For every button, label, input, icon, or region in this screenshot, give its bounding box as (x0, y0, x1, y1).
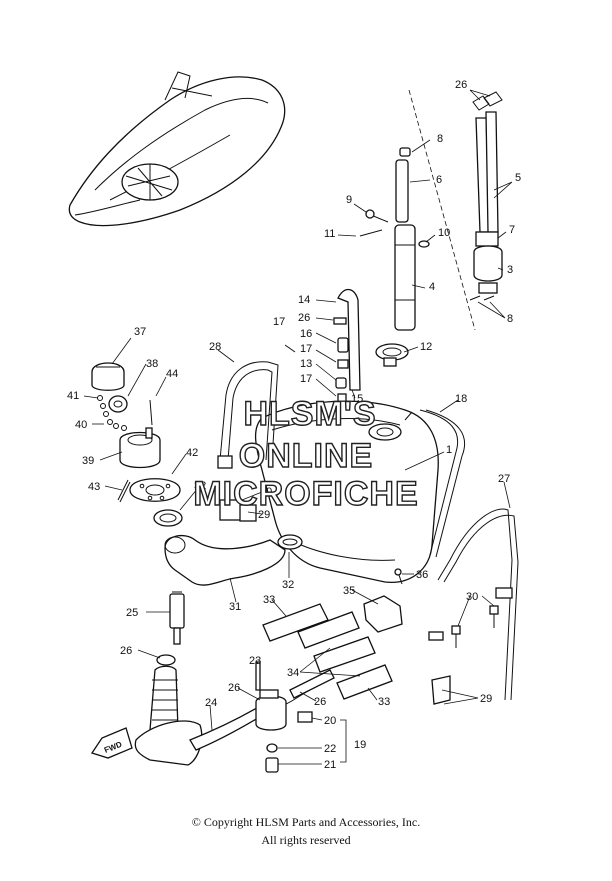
watermark-line-3: MICROFICHE (193, 475, 418, 513)
callout-25: 25 (126, 607, 138, 619)
callout-35: 35 (343, 585, 355, 597)
vent-hose (284, 288, 361, 403)
callout-11: 11 (324, 228, 335, 240)
callout-10: 10 (438, 227, 450, 239)
filler-cap-assembly (91, 362, 181, 503)
callout-7: 7 (509, 224, 515, 236)
callout-44: 44 (166, 368, 178, 380)
filter-boot (134, 654, 269, 766)
copyright-line: © Copyright HLSM Parts and Accessories, … (191, 815, 421, 829)
watercraft-overview (68, 71, 286, 227)
watermark-line-2: ONLINE (239, 437, 373, 475)
callout-26: 26 (314, 696, 326, 708)
copyright-footer: © Copyright HLSM Parts and Accessories, … (0, 813, 612, 849)
callout-41: 41 (67, 390, 79, 402)
callout-38: 38 (146, 358, 158, 370)
callout-8: 8 (437, 133, 443, 145)
callout-40: 40 (75, 419, 87, 431)
callout-numbers: 26 8 5 6 9 11 10 7 3 4 8 14 26 17 16 17 … (67, 79, 521, 771)
callout-12: 12 (420, 341, 432, 353)
callout-17: 17 (273, 316, 285, 328)
callout-32: 32 (282, 579, 294, 591)
callout-16: 16 (300, 328, 312, 340)
callout-27: 27 (498, 473, 510, 485)
callout-29: 29 (480, 693, 492, 705)
callout-39: 39 (82, 455, 94, 467)
callout-15: 15 (351, 393, 363, 405)
callout-43: 43 (88, 481, 100, 493)
callout-31: 31 (229, 601, 241, 613)
filler-hose-31 (164, 534, 286, 586)
callout-24: 24 (205, 697, 217, 709)
callout-26: 26 (455, 79, 467, 91)
damper-25 (169, 591, 185, 645)
callout-3: 3 (507, 264, 513, 276)
callout-26: 26 (228, 682, 240, 694)
callout-14: 14 (298, 294, 310, 306)
callout-29: 29 (258, 509, 270, 521)
callout-33: 33 (263, 594, 275, 606)
breather-hose-assembly (469, 91, 503, 301)
callout-22: 22 (324, 743, 336, 755)
hose-clamp-12 (375, 343, 409, 367)
callout-42: 42 (186, 447, 198, 459)
callout-32: 32 (194, 480, 206, 492)
callout-9: 9 (346, 194, 352, 206)
callout-20: 20 (324, 715, 336, 727)
watermark: HLSM'S ONLINE MICROFICHE (193, 394, 419, 513)
callout-17: 17 (300, 373, 312, 385)
rights-line: All rights reserved (261, 833, 351, 847)
callout-34: 34 (287, 667, 299, 679)
callout-6: 6 (436, 174, 442, 186)
callout-26: 26 (120, 645, 132, 657)
callout-30: 30 (260, 486, 272, 498)
callout-30: 30 (466, 591, 478, 603)
hose-clamps-32 (153, 509, 303, 550)
callout-1: 1 (446, 444, 452, 456)
callout-4: 4 (429, 281, 435, 293)
tank-frame-28 (217, 361, 279, 522)
mount-bracket-35 (363, 568, 403, 633)
bolts-30 (431, 605, 499, 705)
callout-33: 33 (378, 696, 390, 708)
callout-5: 5 (515, 172, 521, 184)
tank-pads (262, 603, 393, 700)
fuel-tank (254, 400, 439, 583)
callout-36: 36 (416, 569, 428, 581)
callout-21: 21 (324, 759, 336, 771)
filler-pipe-assembly (359, 89, 476, 331)
callout-13: 13 (300, 358, 312, 370)
callout-17: 17 (300, 343, 312, 355)
leader-lines (83, 89, 513, 765)
callout-37: 37 (134, 326, 146, 338)
callout-23: 23 (249, 655, 261, 667)
callout-8: 8 (507, 313, 513, 325)
callout-28: 28 (209, 341, 221, 353)
forward-arrow (90, 727, 133, 759)
callout-19: 19 (354, 739, 366, 751)
callout-26: 26 (298, 312, 310, 324)
callout-18: 18 (455, 393, 467, 405)
watermark-line-1: HLSM'S (243, 395, 376, 433)
tank-straps (419, 409, 519, 701)
fuel-filter-assembly (255, 661, 335, 773)
